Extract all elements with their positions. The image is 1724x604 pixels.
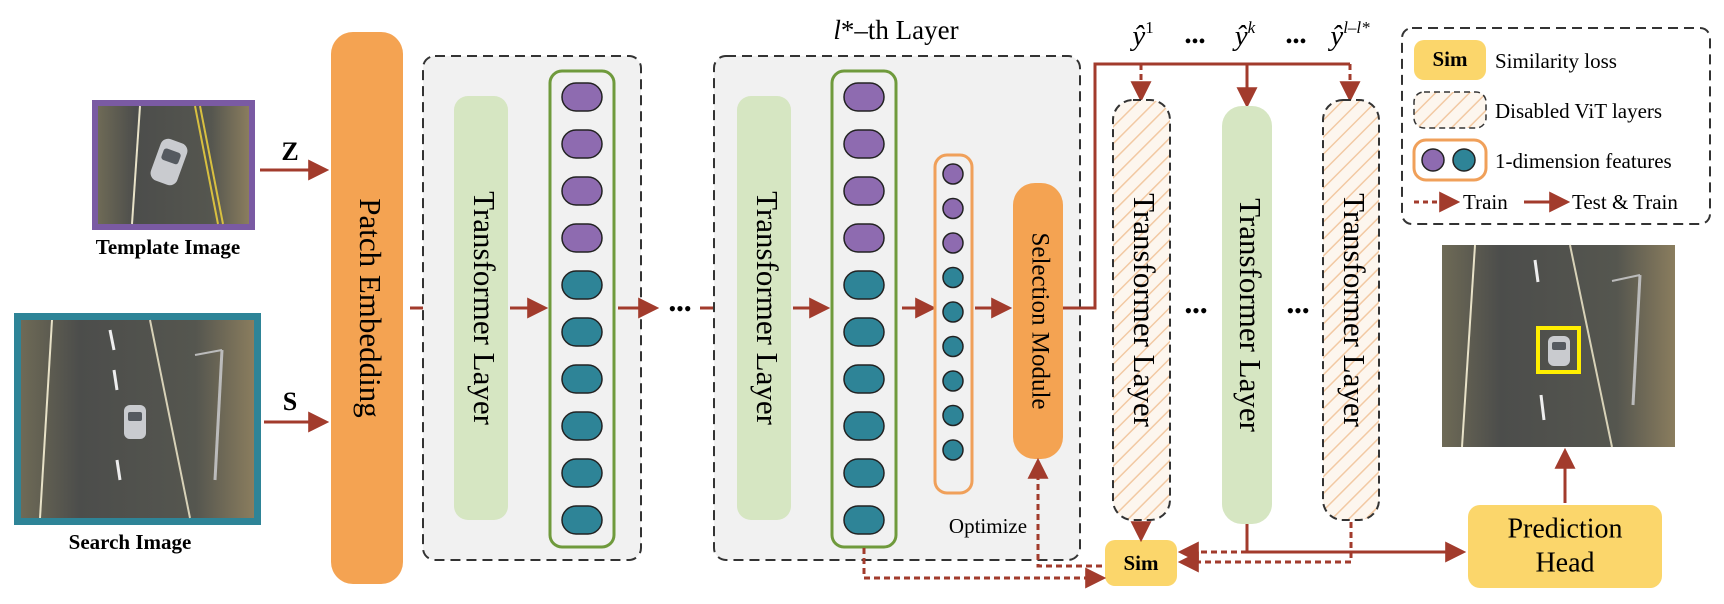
legend-disabled-vit: Disabled ViT layers — [1495, 99, 1662, 123]
purple-token — [843, 176, 885, 206]
optimize-label: Optimize — [949, 514, 1027, 538]
legend-features-swatch — [1412, 138, 1488, 182]
token-column — [843, 82, 885, 535]
prediction-image — [1442, 244, 1675, 448]
svg-text:Prediction: Prediction — [1507, 513, 1622, 544]
svg-text:Transformer Layer: Transformer Layer — [1233, 198, 1268, 433]
legend-similarity-loss: Similarity loss — [1495, 49, 1617, 73]
teal-token — [942, 266, 964, 289]
purple-token — [561, 82, 603, 112]
teal-token — [942, 301, 964, 323]
teal-token — [843, 270, 885, 300]
disabled-transformer-layer: Transformer Layer — [1322, 99, 1380, 521]
purple-token — [942, 232, 964, 254]
patch-embedding-block: Patch Embedding — [331, 32, 403, 584]
purple-token — [561, 176, 603, 206]
token-column — [561, 82, 603, 535]
selected-token-column — [942, 163, 964, 461]
ellipsis: ••• — [1184, 31, 1205, 53]
purple-token — [843, 223, 885, 253]
selection-module-block: Selection Module — [1013, 183, 1063, 459]
template-image — [92, 100, 255, 230]
svg-text:Transformer Layer: Transformer Layer — [1127, 193, 1162, 428]
teal-token — [561, 505, 603, 535]
template-caption: Template Image — [96, 235, 240, 259]
teal-token — [843, 411, 885, 441]
teal-token — [843, 458, 885, 488]
train-path — [862, 548, 1107, 589]
teal-token — [843, 364, 885, 394]
svg-text:Sim: Sim — [1123, 551, 1159, 575]
transformer-layer-block: Transformer Layer — [737, 96, 791, 520]
teal-token — [942, 439, 964, 461]
teal-token — [561, 317, 603, 347]
teal-token — [942, 370, 964, 392]
ellipsis: ••• — [1184, 298, 1207, 323]
teal-token — [561, 411, 603, 441]
legend: Sim Similarity loss Disabled ViT layers … — [1401, 27, 1711, 225]
disabled-transformer-layer: Transformer Layer — [1112, 99, 1171, 521]
selected-token-group — [933, 153, 974, 495]
sim-block: Sim — [1105, 540, 1177, 586]
svg-text:Selection Module: Selection Module — [1026, 232, 1053, 409]
legend-sim-label: Sim — [1432, 47, 1468, 71]
ellipsis: ••• — [1285, 31, 1306, 53]
purple-token — [843, 129, 885, 159]
teal-token — [561, 364, 603, 394]
route-line — [1063, 62, 1350, 310]
teal-token — [843, 505, 885, 535]
search-letter: S — [283, 387, 297, 416]
svg-text:Head: Head — [1535, 547, 1594, 578]
ellipsis: ••• — [1286, 298, 1309, 323]
prediction-head-block: Prediction Head — [1468, 505, 1662, 588]
legend-train: Train — [1463, 190, 1508, 214]
legend-features: 1-dimension features — [1495, 149, 1672, 173]
output-y1: ŷ1 — [1129, 18, 1153, 52]
token-group — [548, 69, 616, 549]
template-letter: Z — [281, 137, 298, 166]
optimize-path — [1027, 457, 1102, 568]
search-image — [14, 313, 261, 525]
output-yk: ŷk — [1232, 18, 1256, 52]
teal-token — [561, 270, 603, 300]
layer-title: l*–th Layer — [833, 15, 958, 45]
legend-disabled-swatch — [1413, 91, 1487, 129]
bounding-box — [1536, 326, 1581, 374]
ellipsis: ••• — [668, 296, 691, 321]
purple-token — [561, 129, 603, 159]
svg-text:Transformer Layer: Transformer Layer — [750, 191, 785, 426]
purple-token — [942, 197, 964, 220]
purple-token — [843, 82, 885, 112]
svg-text:Transformer Layer: Transformer Layer — [1337, 193, 1372, 428]
legend-test-train: Test & Train — [1572, 190, 1678, 214]
svg-text:Patch Embedding: Patch Embedding — [353, 198, 388, 418]
test-train-path — [1245, 524, 1467, 563]
legend-sim-swatch — [1414, 40, 1486, 80]
transformer-layer-block: Transformer Layer — [454, 96, 508, 520]
teal-token — [942, 335, 964, 358]
output-yl: ŷl–l* — [1327, 18, 1370, 52]
purple-token — [942, 163, 964, 185]
train-path — [1177, 522, 1353, 573]
token-group — [830, 69, 898, 549]
teal-token — [843, 317, 885, 347]
transformer-layer-block: Transformer Layer — [1222, 106, 1272, 524]
teal-token — [561, 458, 603, 488]
purple-token — [561, 223, 603, 253]
search-caption: Search Image — [69, 530, 192, 554]
teal-token — [942, 404, 964, 427]
svg-text:Transformer Layer: Transformer Layer — [467, 191, 502, 426]
